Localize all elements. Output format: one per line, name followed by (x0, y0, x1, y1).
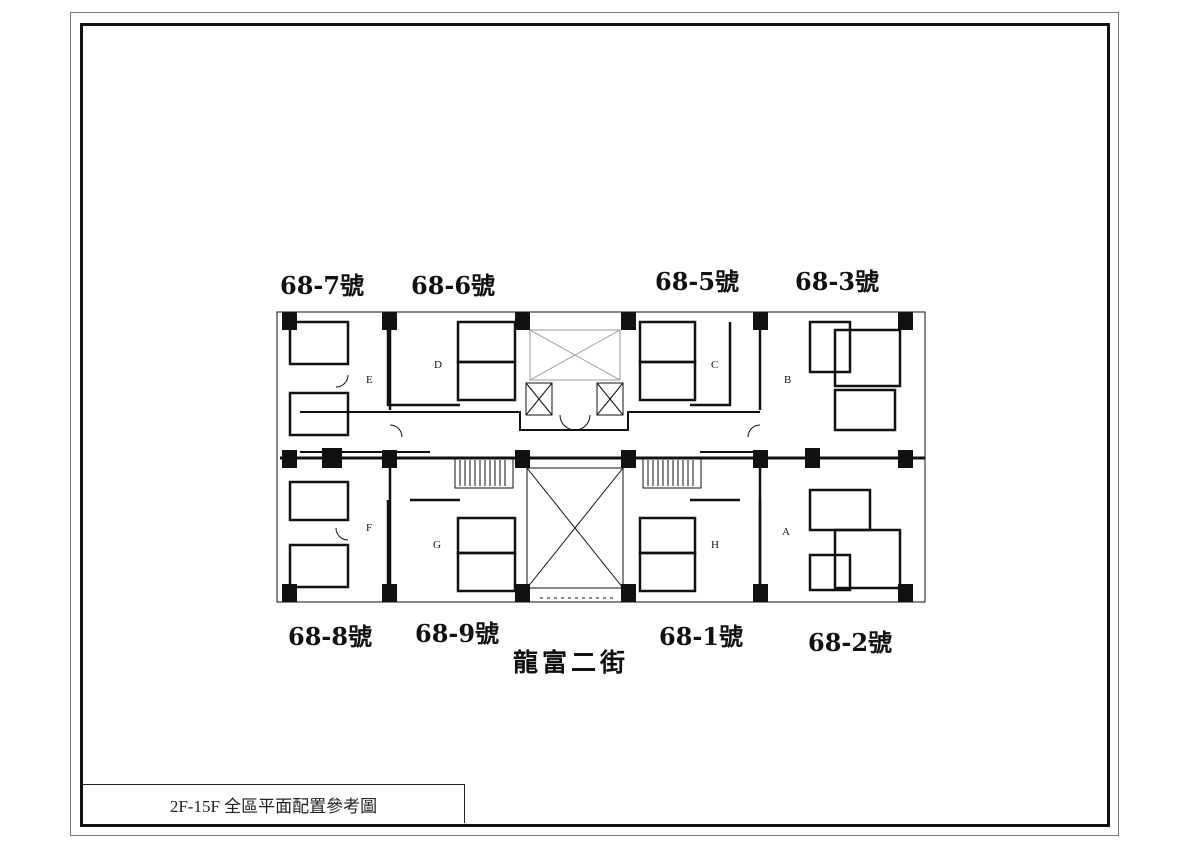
page-outer-border (70, 12, 1119, 836)
stair-left (454, 457, 514, 489)
unit-label-d: D (434, 359, 442, 371)
title-text: 2F-15F 全區平面配置參考圖 (169, 796, 378, 816)
unit-label-h: H (711, 539, 719, 551)
drawing-frame (80, 23, 1110, 827)
street-name: 龍富二街 (513, 648, 630, 677)
unit-label-c: C (711, 359, 719, 371)
unit-label-a: A (782, 526, 790, 538)
unit-label-g: G (433, 539, 441, 551)
stair-right (642, 457, 702, 489)
address-label-68-8: 68-8號 (288, 622, 373, 651)
address-label-68-5: 68-5號 (655, 267, 740, 296)
unit-label-e: E (366, 374, 373, 386)
elevator-right (596, 382, 624, 416)
address-label-68-9: 68-9號 (415, 619, 500, 648)
void-shaft (526, 467, 624, 589)
title-block: 2F-15F 全區平面配置參考圖 (83, 784, 465, 823)
structural-columns (282, 312, 913, 602)
address-label-68-1: 68-1號 (659, 622, 744, 651)
address-label-68-2: 68-2號 (808, 628, 893, 657)
elevator-left (525, 382, 553, 416)
address-label-68-3: 68-3號 (795, 267, 880, 296)
unit-label-b: B (784, 374, 792, 386)
unit-label-f: F (366, 522, 373, 534)
address-label-68-6: 68-6號 (411, 271, 496, 300)
address-label-68-7: 68-7號 (280, 271, 365, 300)
